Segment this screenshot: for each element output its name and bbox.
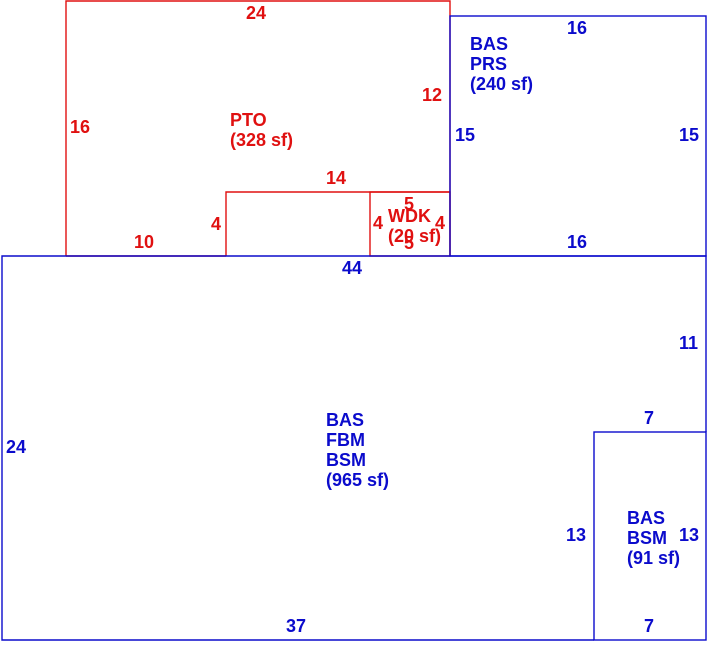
prs-left-dimension: 15 (455, 125, 475, 145)
prs-right-dimension: 15 (679, 125, 699, 145)
bsm-left-dimension: 13 (566, 525, 586, 545)
prs-top-dimension: 16 (567, 18, 587, 38)
bsm-code-2: BSM (627, 528, 667, 548)
pto-area-label: (328 sf) (230, 130, 293, 150)
main-left-dimension: 24 (6, 437, 26, 457)
bsm-outline (593, 431, 707, 641)
pto-code-label: PTO (230, 110, 267, 130)
pto-step-dimension: 4 (211, 214, 221, 234)
bsm-area-label: (91 sf) (627, 548, 680, 568)
pto-bottom-dimension: 10 (134, 232, 154, 252)
main-bottom-dimension: 37 (286, 616, 306, 636)
wdk-right-dimension: 4 (435, 213, 445, 233)
prs-bottom-dimension: 16 (567, 232, 587, 252)
main-right-dimension: 11 (679, 333, 698, 353)
pto-left-dimension: 16 (70, 117, 90, 137)
bsm-bottom-dimension: 7 (644, 616, 654, 636)
main-code-2: FBM (326, 430, 365, 450)
main-outline (1, 255, 707, 641)
prs-code-1: BAS (470, 34, 508, 54)
bsm-code-1: BAS (627, 508, 665, 528)
pto-inner-top-dimension: 14 (326, 168, 346, 188)
main-top-dimension: 44 (342, 258, 362, 278)
prs-code-2: PRS (470, 54, 507, 74)
bsm-top-dimension: 7 (644, 408, 654, 428)
pto-right-dimension: 12 (422, 85, 442, 105)
pto-top-dimension: 24 (246, 3, 266, 23)
bsm-right-dimension: 13 (679, 525, 699, 545)
main-area-label: (965 sf) (326, 470, 389, 490)
prs-area-label: (240 sf) (470, 74, 533, 94)
wdk-top-dimension: 5 (404, 194, 414, 214)
wdk-area-label: (20 sf) (388, 226, 441, 246)
wdk-bottom-dimension: 5 (404, 233, 414, 253)
main-code-1: BAS (326, 410, 364, 430)
wdk-code-label: WDK (388, 206, 431, 226)
wdk-left-dimension: 4 (373, 213, 383, 233)
main-code-3: BSM (326, 450, 366, 470)
